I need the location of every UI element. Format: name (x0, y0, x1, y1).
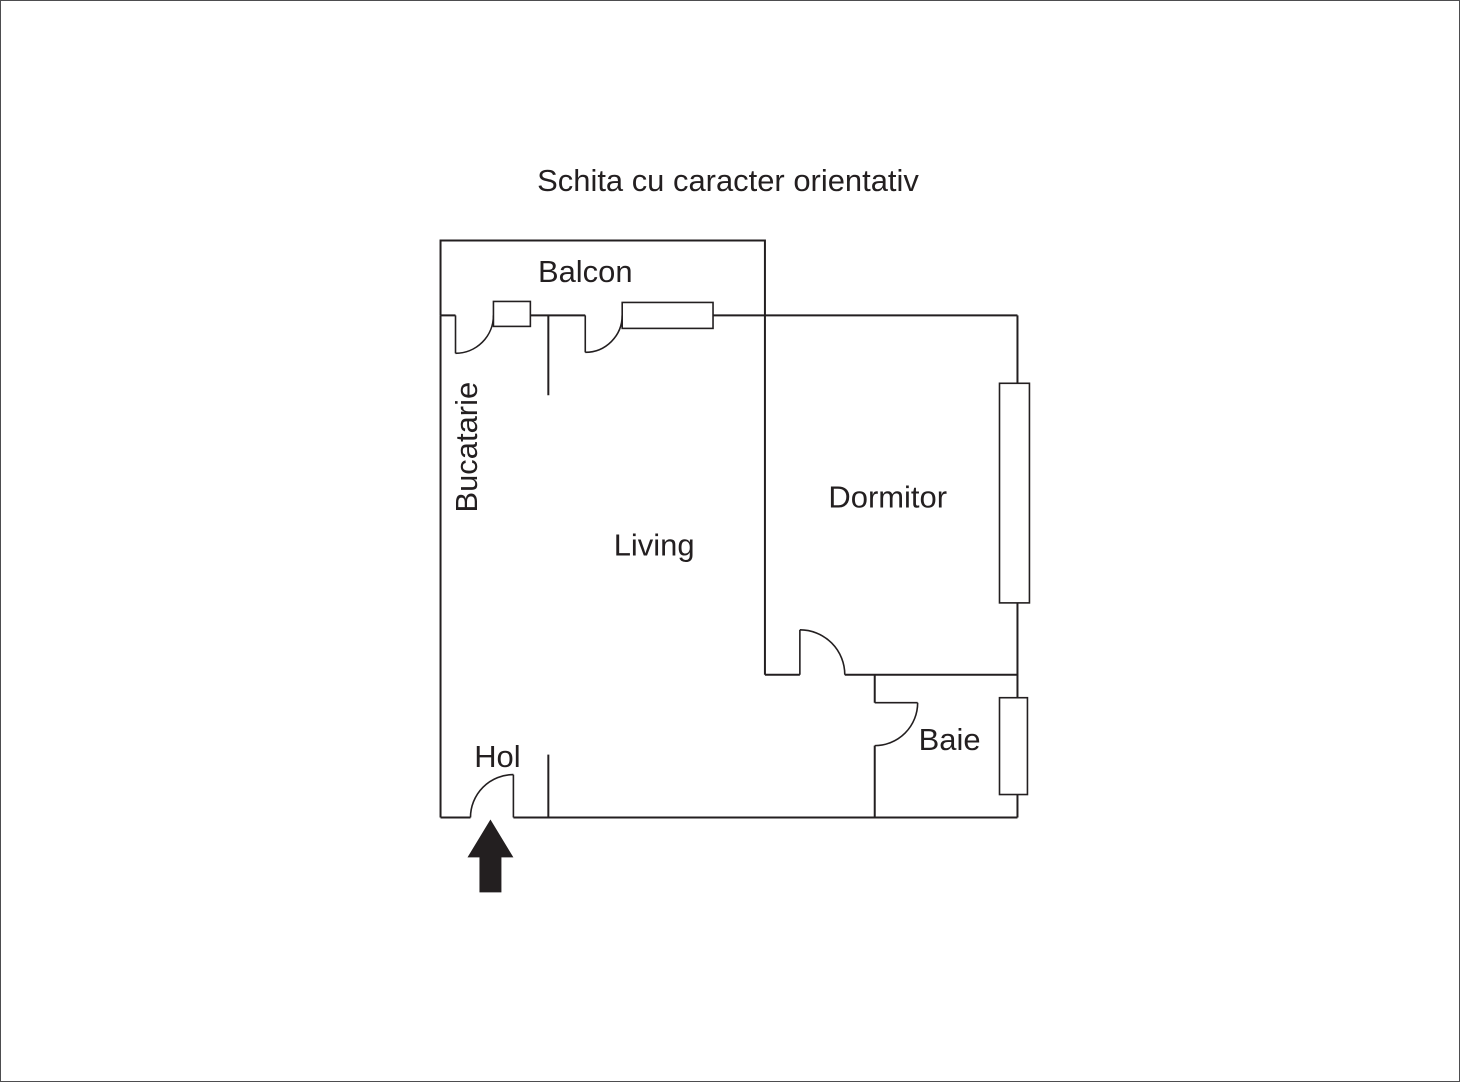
room-label-bucatarie: Bucatarie (449, 382, 484, 513)
diagram-title: Schita cu caracter orientativ (537, 163, 919, 198)
window-bathroom-icon (998, 696, 1029, 796)
room-label-balcon: Balcon (538, 254, 633, 289)
window-living-icon (621, 301, 714, 330)
door-bathroom-icon (874, 701, 919, 747)
room-label-baie: Baie (919, 722, 981, 757)
wall-balcony (439, 239, 766, 316)
room-label-living: Living (614, 527, 695, 562)
window-bedroom-icon (998, 382, 1031, 604)
room-label-hol: Hol (474, 739, 520, 774)
room-label-dormitor: Dormitor (828, 480, 947, 515)
window-kitchen-icon (492, 300, 532, 328)
door-living-balcony-icon (584, 315, 623, 354)
door-bedroom-icon (799, 629, 846, 675)
door-entrance-icon (469, 773, 515, 818)
door-kitchen-balcony-icon (454, 315, 495, 355)
entrance-arrow-icon (467, 819, 514, 893)
